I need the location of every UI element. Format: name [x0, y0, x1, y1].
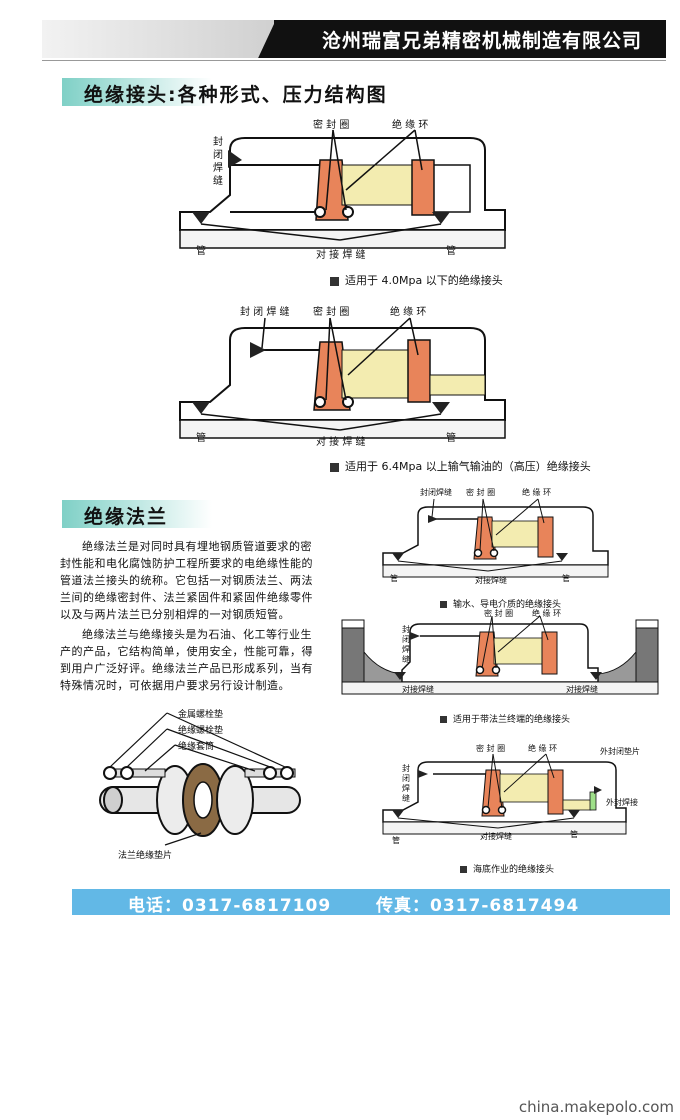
label-closed-weld: 封 闭 焊 缝 — [240, 307, 290, 318]
label-seal-ring: 密 封 圈 — [313, 307, 350, 318]
label-insulation-ring: 绝 缘 环 — [522, 488, 552, 497]
caption-subsea: 海底作业的绝缘接头 — [460, 862, 554, 875]
diagram-high-pressure — [179, 317, 506, 439]
label-insulated-bolt-pad: 绝缘螺栓垫 — [178, 726, 224, 736]
fax-number: 传真：0317-6817494 — [376, 896, 580, 916]
label-seal-ring: 密 封 圈 — [484, 609, 514, 618]
label-flange-gasket: 法兰绝缘垫片 — [118, 851, 173, 861]
label-closed-weld: 封闭焊缝 — [213, 137, 223, 187]
section-title-text: 绝缘法兰 — [84, 506, 169, 528]
flange-description: 绝缘法兰是对同时具有埋地钢质管道要求的密封性能和电化腐蚀防护工程所要求的电绝缘性… — [60, 538, 322, 697]
label-pipe-right: 管 — [562, 574, 570, 583]
section-title-flange: 绝缘法兰 — [62, 498, 262, 528]
label-pipe-left: 管 — [196, 433, 206, 444]
label-closed-weld: 封闭焊缝 — [402, 764, 410, 803]
section-title-joints: 绝缘接头:各种形式、压力结构图 — [62, 76, 462, 106]
phone-number: 电话：0317-6817109 — [128, 896, 332, 916]
label-butt-weld: 对接焊缝 — [480, 832, 512, 841]
label-pipe-left: 管 — [392, 836, 400, 845]
paragraph: 绝缘法兰是对同时具有埋地钢质管道要求的密封性能和电化腐蚀防护工程所要求的电绝缘性… — [60, 540, 313, 621]
label-seal-ring: 密 封 圈 — [313, 120, 350, 131]
diagram-flange-terminal — [341, 615, 659, 695]
company-name: 沧州瑞富兄弟精密机械制造有限公司 — [321, 30, 642, 52]
diagram-subsea — [382, 753, 627, 835]
label-closed-weld: 封闭焊缝 — [420, 488, 452, 497]
diagram-low-pressure — [179, 129, 506, 249]
label-insulation-ring: 绝 缘 环 — [528, 744, 558, 753]
section-title-text: 绝缘接头:各种形式、压力结构图 — [84, 84, 388, 106]
label-insulated-sleeve: 绝缘套筒 — [178, 742, 215, 752]
label-butt-weld: 对接焊缝 — [475, 576, 507, 585]
caption-flange-terminal: 适用于带法兰终端的绝缘接头 — [440, 712, 570, 725]
label-metal-bolt-pad: 金属螺栓垫 — [178, 710, 224, 720]
contact-bar — [72, 889, 670, 915]
label-seal-ring: 密 封 圈 — [466, 488, 496, 497]
header-rule — [42, 60, 666, 61]
label-pipe-right: 管 — [446, 433, 456, 444]
label-pipe-left: 管 — [196, 246, 206, 257]
caption-water-medium: 输水、导电介质的绝缘接头 — [440, 597, 561, 610]
watermark: china.makepolo.com — [518, 1098, 674, 1116]
label-seal-ring: 密 封 圈 — [476, 744, 506, 753]
flange-illustration — [99, 712, 301, 846]
label-outer-weld: 外封焊接 — [606, 798, 638, 807]
label-pipe-right: 管 — [570, 830, 578, 839]
header-bar: 沧州瑞富兄弟精密机械制造有限公司 — [42, 20, 666, 58]
label-pipe-left: 管 — [390, 574, 398, 583]
label-pipe-right: 管 — [446, 246, 456, 257]
label-closed-weld: 封闭焊缝 — [402, 625, 410, 664]
label-outer-gasket: 外封闭垫片 — [600, 747, 640, 756]
label-butt-weld: 对 接 焊 缝 — [316, 250, 366, 261]
label-butt-weld-left: 对接焊缝 — [402, 685, 434, 694]
label-insulation-ring: 绝 缘 环 — [392, 120, 429, 131]
label-butt-weld: 对 接 焊 缝 — [316, 437, 366, 448]
caption-low-pressure: 适用于 4.0Mpa 以下的绝缘接头 — [330, 272, 503, 288]
label-butt-weld-right: 对接焊缝 — [566, 685, 598, 694]
paragraph: 绝缘法兰与绝缘接头是为石油、化工等行业生产的产品，它结构简单，使用安全，性能可靠… — [60, 628, 313, 692]
diagram-water-medium — [382, 498, 609, 578]
caption-high-pressure: 适用于 6.4Mpa 以上输气输油的（高压）绝缘接头 — [330, 458, 591, 474]
label-insulation-ring: 绝 缘 环 — [390, 307, 427, 318]
label-insulation-ring: 绝 缘 环 — [532, 609, 562, 618]
